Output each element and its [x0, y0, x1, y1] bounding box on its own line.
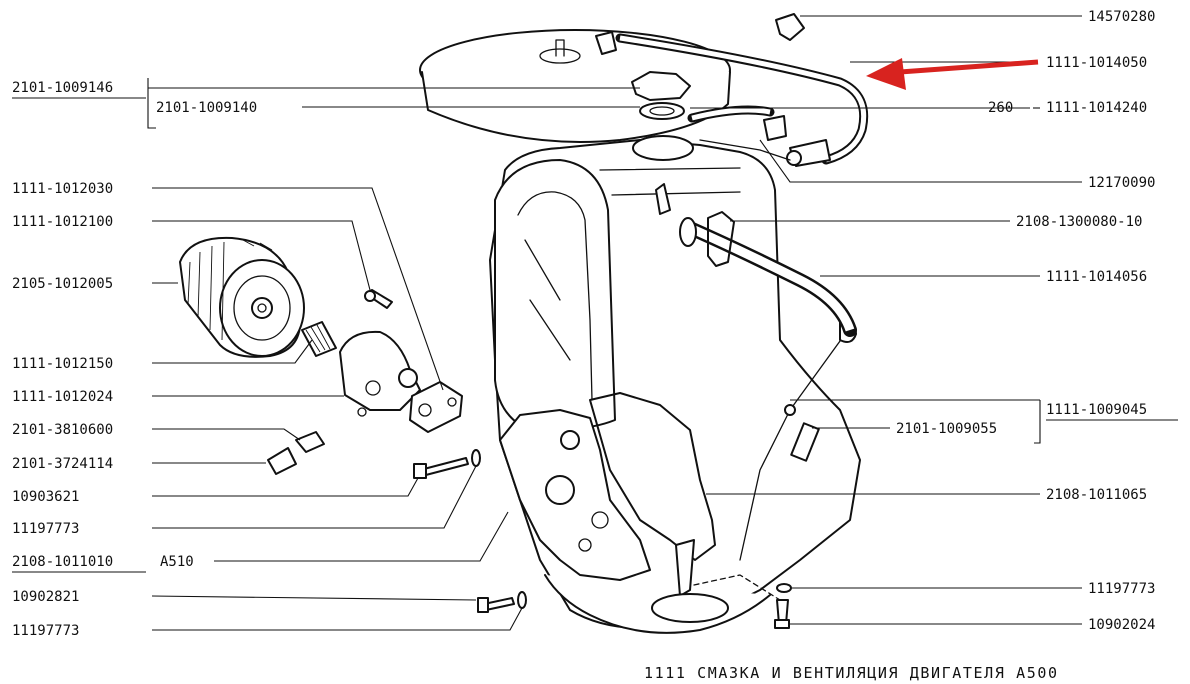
label-underlines: [12, 97, 1178, 573]
oil-filler-cap: [631, 71, 691, 101]
clamp-14570280: [775, 13, 805, 41]
label-10902821: 10902821: [12, 589, 79, 605]
label-1111-1009045: 1111-1009045: [1046, 402, 1147, 418]
breather-hose-end: [679, 217, 697, 247]
oil-strainer: [651, 593, 729, 623]
label-1111-1012030: 1111-1012030: [12, 181, 113, 197]
label-10903621: 10903621: [12, 489, 79, 505]
highlight-arrow-head: [866, 58, 906, 90]
label-1111-1014240: 1111-1014240: [1046, 100, 1147, 116]
dipstick-guide: [790, 422, 820, 462]
oil-filter: [179, 236, 305, 358]
label-11197773-a: 11197773: [12, 521, 79, 537]
label-11197773-c: 11197773: [1088, 581, 1155, 597]
oil-pump-gasket: [589, 392, 716, 561]
label-11197773-b: 11197773: [12, 623, 79, 639]
bolt-10903621: [419, 457, 469, 477]
breather-pipe: [655, 183, 671, 215]
highlight-arrow-shaft: [899, 59, 1039, 75]
oil-pump-cover: [339, 330, 421, 411]
label-260: 260: [988, 100, 1013, 116]
hose-clamp-lower: [707, 211, 735, 267]
timing-cover: [494, 159, 616, 430]
air-filter-nut: [539, 48, 581, 64]
label-1111-1012100: 1111-1012100: [12, 214, 113, 230]
label-2108-1011065: 2108-1011065: [1046, 487, 1147, 503]
oil-pickup-tube: [675, 539, 695, 597]
label-A510: A510: [160, 554, 194, 570]
oil-filler-neck: [632, 135, 694, 161]
filler-cap-gasket: [639, 102, 685, 120]
label-10902024: 10902024: [1088, 617, 1155, 633]
label-2101-3724114: 2101-3724114: [12, 456, 113, 472]
label-2108-1011010: 2108-1011010: [12, 554, 113, 570]
label-1111-1012150: 1111-1012150: [12, 356, 113, 372]
label-2105-1012005: 2105-1012005: [12, 276, 113, 292]
washer-a: [471, 449, 481, 467]
sensor-cap: [267, 447, 297, 475]
label-2101-1009146: 2101-1009146: [12, 80, 113, 96]
label-1111-1014050: 1111-1014050: [1046, 55, 1147, 71]
label-1111-1014056: 1111-1014056: [1046, 269, 1147, 285]
dipstick: [739, 329, 849, 561]
oil-pressure-sensor: [295, 431, 325, 453]
label-12170090: 12170090: [1088, 175, 1155, 191]
label-2101-3810600: 2101-3810600: [12, 422, 113, 438]
washer-c: [776, 583, 792, 593]
label-14570280: 14570280: [1088, 9, 1155, 25]
oil-pump-housing: [499, 409, 651, 581]
part-number-labels: 14570280 1111-1014050 260 1111-1014240 2…: [12, 9, 1155, 639]
diagram-caption: 1111 СМАЗКА И ВЕНТИЛЯЦИЯ ДВИГАТЕЛЯ A500: [644, 664, 1059, 682]
label-2101-1009055: 2101-1009055: [896, 421, 997, 437]
vent-nipple: [595, 31, 617, 55]
leader-lines: [147, 15, 1082, 631]
engine-block-drawing: [179, 13, 869, 634]
label-2108-1300080-10: 2108-1300080-10: [1016, 214, 1142, 230]
washer-b: [517, 591, 527, 609]
filter-union: [301, 321, 337, 357]
label-2101-1009140: 2101-1009140: [156, 100, 257, 116]
label-1111-1012024: 1111-1012024: [12, 389, 113, 405]
hose-clamp-top: [763, 115, 787, 141]
